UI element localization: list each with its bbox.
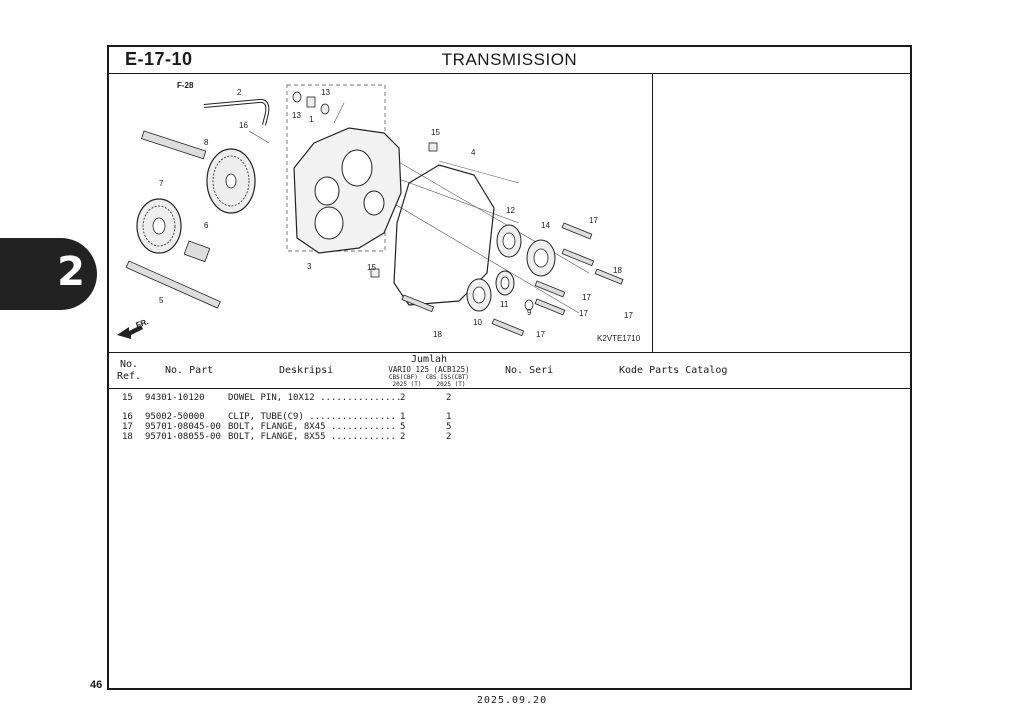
callout-numbers: 1 2 3 4 5 6 7 8 9 10 11 12 13 13 14 15 1… (159, 88, 633, 339)
column-serial-header: No. Seri (505, 365, 554, 376)
year-a: 2025 (T) (392, 381, 422, 388)
year-b: 2025 (T) (436, 381, 466, 388)
column-desc-header: Deskripsi (279, 365, 334, 376)
callout-5: 5 (159, 296, 164, 305)
row-ref: 15 (122, 393, 133, 403)
transmission-exploded-view: F-28 FR. K2VTE1710 1 2 3 4 5 6 7 8 9 10 … (117, 81, 641, 343)
callout-18a: 18 (613, 266, 622, 275)
table-row: 16 95002-50000 CLIP, TUBE(C9) ..........… (109, 412, 910, 422)
section-tab: 2 (0, 238, 97, 310)
variant-a: CBS(CBF) (388, 374, 418, 381)
transmission-case (293, 127, 402, 254)
page-title: TRANSMISSION (441, 50, 578, 69)
callout-17c: 17 (579, 309, 588, 318)
callout-3: 3 (307, 262, 312, 271)
column-ref-header: No. Ref. (115, 359, 143, 383)
bearing-12 (496, 224, 522, 258)
row-description: DOWEL PIN, 10X12 ............... (228, 393, 402, 403)
drive-shaft-5 (125, 260, 221, 309)
row-ref: 16 (122, 412, 133, 422)
parts-catalog-frame: E-17-10 TRANSMISSION (107, 45, 912, 690)
ref-header-line2: Ref. (116, 371, 142, 382)
row-description: BOLT, FLANGE, 8X55 ............ (228, 432, 396, 442)
section-tab-number: 2 (57, 249, 85, 295)
variant-b: CBS ISS(CBT) (425, 374, 470, 381)
figure-ref-label: F-28 (177, 81, 194, 90)
case-group-dash-box (286, 84, 386, 252)
diagram-blank-panel (653, 73, 910, 352)
row-qty-a: 2 (400, 432, 406, 442)
row-qty-b: 1 (446, 412, 452, 422)
gear-7 (136, 198, 182, 254)
row-part-number: 94301-10120 (145, 393, 205, 403)
callout-6: 6 (204, 221, 209, 230)
row-qty-b: 2 (446, 432, 452, 442)
table-row: 17 95701-08045-00 BOLT, FLANGE, 8X45 ...… (109, 422, 910, 432)
callout-10: 10 (473, 318, 482, 327)
callout-17a: 17 (589, 216, 598, 225)
callout-15b: 15 (367, 263, 376, 272)
drawing-code: K2VTE1710 (597, 334, 641, 343)
bearing-10 (466, 278, 492, 312)
callout-17e: 17 (536, 330, 545, 339)
callout-15a: 15 (431, 128, 440, 137)
page-number: 46 (90, 679, 103, 691)
bearing-11 (495, 270, 515, 296)
row-qty-a: 1 (400, 412, 406, 422)
ref-header-line1: No. (119, 359, 139, 370)
callout-13a: 13 (292, 111, 301, 120)
callout-9: 9 (527, 308, 532, 317)
row-qty-b: 2 (446, 393, 452, 403)
column-part-header: No. Part (165, 365, 214, 376)
callout-7: 7 (159, 179, 164, 188)
gear-6 (183, 240, 211, 263)
table-row: 15 94301-10120 DOWEL PIN, 10X12 ........… (109, 393, 910, 403)
page-header: E-17-10 TRANSMISSION (109, 47, 910, 74)
column-qty-header: Jumlah VARIO 125 (ACB125) CBS(CBF) CBS I… (385, 354, 473, 388)
callout-11: 11 (500, 300, 509, 309)
small-parts (292, 91, 438, 278)
row-ref: 17 (122, 422, 133, 432)
qty-header-title: Jumlah (410, 354, 448, 365)
callout-17b: 17 (582, 293, 591, 302)
callout-16: 16 (239, 121, 248, 130)
row-part-number: 95701-08045-00 (145, 422, 221, 432)
qty-header-years: 2025 (T) 2025 (T) (385, 381, 473, 388)
callout-14: 14 (541, 221, 550, 230)
qty-header-variants: CBS(CBF) CBS ISS(CBT) (385, 374, 473, 381)
section-code: E-17-10 (125, 49, 193, 69)
callout-18b: 18 (433, 330, 442, 339)
front-direction-label: FR. (135, 317, 150, 330)
callout-17d: 17 (624, 311, 633, 320)
table-row: 18 95701-08055-00 BOLT, FLANGE, 8X55 ...… (109, 432, 910, 442)
callout-12: 12 (506, 206, 515, 215)
driven-shaft-gear (141, 130, 256, 214)
callout-13b: 13 (321, 88, 330, 97)
row-part-number: 95701-08055-00 (145, 432, 221, 442)
column-catalog-header: Kode Parts Catalog (619, 365, 728, 376)
row-description: CLIP, TUBE(C9) ................ (228, 412, 396, 422)
row-part-number: 95002-50000 (145, 412, 205, 422)
print-date: 2025.09.20 (476, 695, 548, 706)
callout-1: 1 (309, 115, 314, 124)
parts-table-header: No. Ref. No. Part Deskripsi Jumlah VARIO… (109, 352, 910, 389)
front-direction-arrow (117, 325, 143, 339)
bearing-14 (526, 239, 556, 277)
tube-part-inner (203, 99, 269, 126)
bolts (401, 222, 624, 337)
callout-8: 8 (204, 138, 209, 147)
row-qty-a: 5 (400, 422, 406, 432)
row-ref: 18 (122, 432, 133, 442)
row-qty-a: 2 (400, 393, 406, 403)
washer-9 (524, 299, 534, 311)
qty-header-model: VARIO 125 (ACB125) (388, 365, 470, 374)
row-qty-b: 5 (446, 422, 452, 432)
row-description: BOLT, FLANGE, 8X45 ............ (228, 422, 396, 432)
callout-2: 2 (237, 88, 242, 97)
exploded-diagram: F-28 FR. K2VTE1710 1 2 3 4 5 6 7 8 9 10 … (109, 73, 653, 352)
parts-table-body: 15 94301-10120 DOWEL PIN, 10X12 ........… (109, 393, 910, 442)
callout-4: 4 (471, 148, 476, 157)
